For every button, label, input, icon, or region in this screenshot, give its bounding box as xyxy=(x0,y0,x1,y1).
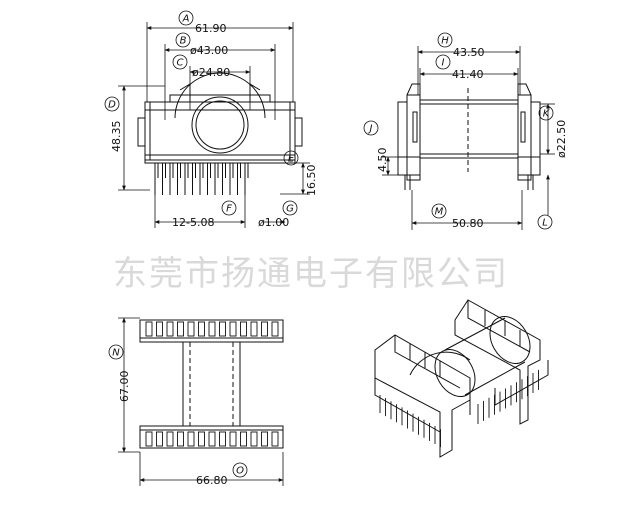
tag-e: E xyxy=(283,150,299,166)
svg-text:M: M xyxy=(435,207,444,218)
svg-text:B: B xyxy=(180,36,187,47)
bottom-pin-slot-top xyxy=(261,321,268,337)
tag-m: M xyxy=(431,203,447,219)
dim-j-value: 4.50 xyxy=(376,148,389,173)
svg-text:L: L xyxy=(542,218,548,229)
svg-text:C: C xyxy=(177,58,184,69)
bottom-pin-slot-bottom xyxy=(145,431,153,447)
bottom-pin-slot-bottom xyxy=(240,431,247,447)
dim-o-value: 66.80 xyxy=(196,474,228,487)
bottom-pin-slot-top xyxy=(271,321,279,337)
tag-d: D xyxy=(104,96,120,112)
svg-text:F: F xyxy=(226,204,232,215)
dim-n-value: 67.00 xyxy=(118,371,131,403)
tag-i: I xyxy=(435,54,451,70)
bottom-pin-slot-top xyxy=(166,321,174,337)
bottom-pin-slot-bottom xyxy=(219,431,226,447)
dim-g-value: ø1.00 xyxy=(258,216,289,229)
dim-f-value: 12-5.08 xyxy=(172,216,214,229)
bottom-pin-slot-bottom xyxy=(187,431,195,447)
bottom-pin-slot-bottom xyxy=(261,431,268,447)
dim-e-value: 16.50 xyxy=(305,165,318,197)
dim-c-value: ø24.80 xyxy=(192,66,230,79)
tag-k: K xyxy=(538,105,554,121)
dim-b-value: ø43.00 xyxy=(190,44,228,57)
dim-m-value: 50.80 xyxy=(452,217,484,230)
tag-h: H xyxy=(437,32,453,48)
isometric-pins xyxy=(379,369,539,448)
side-view xyxy=(397,83,541,190)
svg-text:D: D xyxy=(108,100,116,111)
tag-o: O xyxy=(232,462,248,478)
bottom-pin-slot-bottom xyxy=(198,431,205,447)
bottom-pin-slot-bottom xyxy=(156,431,163,447)
svg-text:O: O xyxy=(236,466,244,477)
front-view xyxy=(137,72,303,164)
bottom-pin-slot-bottom xyxy=(177,431,184,447)
tag-l: L xyxy=(537,214,553,230)
dim-d-value: 48.35 xyxy=(110,121,123,153)
svg-text:E: E xyxy=(288,154,295,165)
svg-text:H: H xyxy=(441,36,449,47)
dim-a-value: 61.90 xyxy=(195,22,227,35)
bottom-pins xyxy=(145,321,279,447)
svg-text:J: J xyxy=(368,124,373,135)
bottom-pin-slot-top xyxy=(177,321,184,337)
bottom-pin-slot-top xyxy=(229,321,237,337)
bottom-pin-slot-bottom xyxy=(271,431,279,447)
dim-k-value: ø22.50 xyxy=(555,120,568,158)
bottom-pin-slot-top xyxy=(250,321,258,337)
bottom-pin-slot-top xyxy=(145,321,153,337)
dim-h-value: 43.50 xyxy=(453,46,485,59)
bottom-pin-slot-top xyxy=(187,321,195,337)
bottom-pin-slot-top xyxy=(156,321,163,337)
front-pins xyxy=(154,163,249,195)
svg-text:N: N xyxy=(112,348,120,359)
bottom-pin-slot-bottom xyxy=(166,431,174,447)
svg-text:K: K xyxy=(543,109,551,120)
bottom-view xyxy=(139,319,284,449)
tag-j: J xyxy=(363,120,379,136)
isometric-view xyxy=(374,299,549,458)
bottom-pin-slot-top xyxy=(240,321,247,337)
bottom-pin-slot-bottom xyxy=(229,431,237,447)
bottom-dimension-lines xyxy=(118,317,284,486)
tag-c: C xyxy=(172,54,188,70)
side-dimension-lines xyxy=(382,46,555,230)
tag-n: N xyxy=(108,344,124,360)
bottom-pin-slot-top xyxy=(219,321,226,337)
bottom-pin-slot-bottom xyxy=(250,431,258,447)
svg-text:G: G xyxy=(286,204,294,215)
svg-text:I: I xyxy=(442,58,445,69)
svg-text:A: A xyxy=(182,14,190,25)
watermark: 东莞市扬通电子有限公司 xyxy=(113,254,509,294)
front-dimension-lines xyxy=(118,22,310,228)
tag-a: A xyxy=(178,10,194,26)
tag-f: F xyxy=(221,200,237,216)
tag-g: G xyxy=(282,200,298,216)
bottom-pin-slot-top xyxy=(198,321,205,337)
bottom-pin-slot-top xyxy=(208,321,216,337)
bottom-pin-slot-bottom xyxy=(208,431,216,447)
tag-b: B xyxy=(175,32,191,48)
dim-i-value: 41.40 xyxy=(452,68,484,81)
